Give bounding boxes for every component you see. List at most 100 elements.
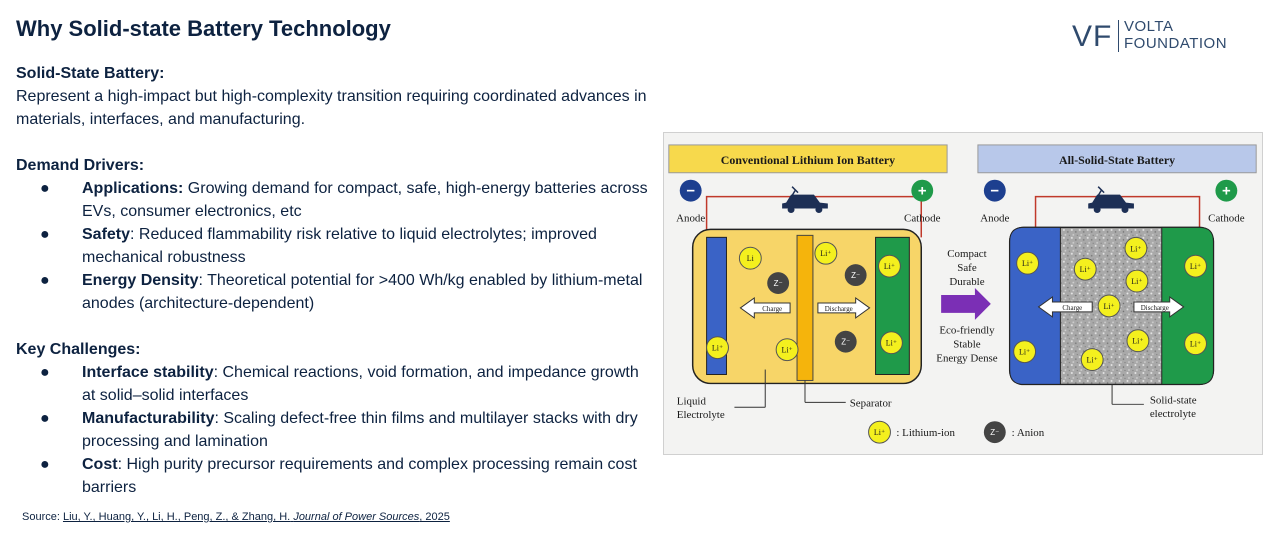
lithium-ion: Li⁺ — [1097, 294, 1121, 318]
svg-text:Li⁺: Li⁺ — [874, 428, 885, 437]
benefit-energy-dense: Energy Dense — [936, 353, 998, 365]
bullet-icon: ● — [40, 180, 50, 197]
lithium-ion: Li⁺ — [1126, 329, 1150, 353]
source-prefix: Source: — [22, 511, 63, 523]
lithium-ion: Li — [738, 246, 762, 270]
minus-icon — [679, 179, 702, 202]
plus-icon — [911, 179, 934, 202]
plus-sign: + — [1222, 184, 1231, 200]
lithium-ion: Li⁺ — [1013, 340, 1037, 364]
lithium-ion: Li⁺ — [1124, 236, 1148, 260]
svg-text:Li⁺: Li⁺ — [1130, 244, 1141, 253]
item-text: Growing demand for compact, safe, high-e… — [82, 180, 648, 220]
legend-lithium-ion-label: : Lithium-ion — [896, 427, 955, 439]
charge-arrow — [1037, 296, 1093, 318]
right-title-banner — [977, 144, 1257, 174]
item-text: : Chemical reactions, void formation, an… — [82, 364, 639, 404]
solid-electrolyte-label-2: electrolyte — [1150, 408, 1196, 420]
bullet-icon: ● — [40, 226, 50, 243]
list-item: ●Manufacturability: Scaling defect-free … — [16, 407, 656, 453]
lithium-ion: Li⁺ — [878, 254, 901, 278]
logo-divider — [1118, 20, 1119, 52]
anion: Z⁻ — [767, 272, 790, 294]
item-label: Energy Density — [82, 272, 199, 289]
benefit-eco: Eco-friendly — [939, 325, 995, 337]
source-year: , 2025 — [419, 511, 450, 523]
liquid-electrolyte-label: Liquid — [677, 395, 707, 407]
svg-text:Li⁺: Li⁺ — [1019, 348, 1030, 357]
legend-anion-icon — [983, 421, 1006, 444]
svg-text:Z⁻: Z⁻ — [774, 279, 783, 288]
bullet-icon: ● — [40, 272, 50, 289]
slide-title: Why Solid-state Battery Technology — [16, 16, 391, 41]
demand-drivers-list: ● Applications: Growing demand for compac… — [16, 177, 656, 315]
cathode-label: Cathode — [1208, 212, 1245, 224]
left-title-banner — [668, 144, 948, 174]
demand-drivers-heading: Demand Drivers: — [16, 157, 145, 174]
solid-electrolyte-label: Solid-state — [1150, 394, 1197, 406]
left-title: Conventional Lithium Ion Battery — [721, 153, 895, 167]
car-icon — [782, 186, 828, 214]
bullet-icon: ● — [40, 456, 50, 473]
comparison-arrow-group: Compact Safe Durable Eco-friendly Stable… — [936, 248, 998, 364]
svg-text:Li⁺: Li⁺ — [886, 339, 897, 348]
svg-text:Li⁺: Li⁺ — [820, 249, 831, 258]
svg-text:Li⁺: Li⁺ — [1132, 337, 1143, 346]
bullet-icon: ● — [40, 364, 50, 381]
source-authors: Liu, Y., Huang, Y., Li, H., Peng, Z., & … — [62, 511, 291, 523]
anode-label: Anode — [980, 212, 1009, 224]
minus-sign: − — [990, 184, 999, 200]
plus-icon — [1215, 179, 1238, 202]
charge-label: Charge — [1062, 304, 1082, 312]
svg-text:Li⁺: Li⁺ — [884, 262, 895, 271]
svg-text:Li⁺: Li⁺ — [1190, 262, 1201, 271]
list-item: ●Interface stability: Chemical reactions… — [16, 361, 656, 407]
item-text: : Scaling defect-free thin films and mul… — [82, 410, 638, 450]
separator-bar — [796, 234, 814, 381]
svg-text:Li⁺: Li⁺ — [1022, 259, 1033, 268]
lithium-ion: Li⁺ — [1080, 348, 1104, 372]
list-item: ● Applications: Growing demand for compac… — [16, 177, 656, 223]
discharge-label: Discharge — [1141, 304, 1169, 312]
svg-text:Li⁺: Li⁺ — [1131, 277, 1142, 286]
item-label: Applications: — [82, 180, 184, 197]
battery-comparison-diagram: Conventional Lithium Ion Battery All-Sol… — [663, 132, 1263, 455]
svg-text:Li⁺: Li⁺ — [1190, 340, 1201, 349]
bullet-icon: ● — [40, 410, 50, 427]
legend-anion-label: : Anion — [1012, 427, 1045, 439]
logo-mark: VF — [1072, 20, 1113, 53]
svg-text:Li⁺: Li⁺ — [781, 346, 792, 355]
list-item: ●Safety: Reduced flammability risk relat… — [16, 223, 656, 269]
conventional-battery: − + Anode Cathode Charge Discharge Li Li… — [676, 179, 941, 421]
benefit-durable: Durable — [949, 276, 984, 288]
lithium-ion: Li⁺ — [1016, 251, 1040, 275]
svg-text:Li⁺: Li⁺ — [1103, 302, 1114, 311]
svg-text:Li⁺: Li⁺ — [712, 344, 723, 353]
anode-label: Anode — [676, 212, 705, 224]
text-content: Solid-State Battery: Represent a high-im… — [16, 62, 656, 522]
intro-heading: Solid-State Battery: — [16, 65, 165, 82]
minus-sign: − — [686, 184, 695, 200]
discharge-arrow — [817, 297, 871, 319]
legend-lithium-ion-icon — [868, 420, 891, 444]
lithium-ion: Li⁺ — [1125, 269, 1149, 293]
intro-text: Represent a high-impact but high-complex… — [16, 88, 647, 128]
benefit-compact: Compact — [947, 248, 986, 260]
volta-foundation-logo: VF VOLTA FOUNDATION — [1072, 18, 1248, 54]
car-icon — [1088, 186, 1134, 214]
discharge-arrow — [1133, 296, 1185, 318]
key-challenges-list: ●Interface stability: Chemical reactions… — [16, 361, 656, 499]
item-label: Cost — [82, 456, 118, 473]
liquid-electrolyte-label-2: Electrolyte — [677, 409, 725, 421]
source-link[interactable]: Liu, Y., Huang, Y., Li, H., Peng, Z., & … — [63, 511, 450, 523]
logo-line-1: VOLTA — [1124, 18, 1174, 35]
list-item: ● Cost: High purity precursor requirement… — [16, 453, 656, 499]
benefit-safe: Safe — [957, 262, 977, 274]
lithium-ion: Li⁺ — [880, 331, 903, 355]
item-label: Safety — [82, 226, 131, 243]
item-text: : High purity precursor requirements and… — [82, 456, 637, 496]
cathode-label: Cathode — [904, 212, 941, 224]
diagram-svg: Conventional Lithium Ion Battery All-Sol… — [668, 144, 1257, 444]
plus-sign: + — [918, 184, 927, 200]
svg-text:Z⁻: Z⁻ — [841, 338, 850, 347]
